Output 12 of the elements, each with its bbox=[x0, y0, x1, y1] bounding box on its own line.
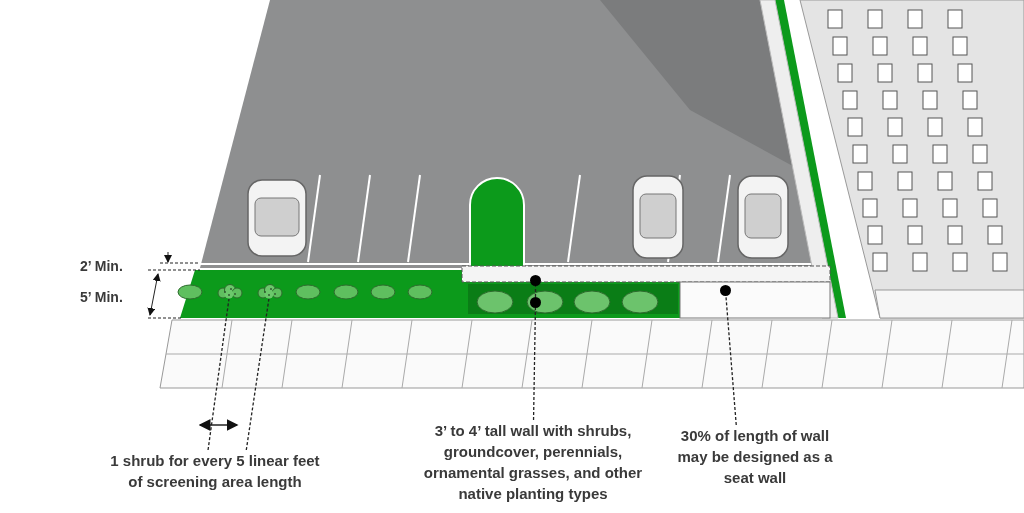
dimension-label: 5’ Min. bbox=[80, 288, 123, 307]
dimension-label: 2’ Min. bbox=[80, 257, 123, 276]
callout-text: 30% of length of wall may be designed as a seat wall bbox=[676, 426, 834, 488]
leader-line bbox=[532, 307, 537, 421]
callout-text: 3’ to 4’ tall wall with shrubs, groundcover, perennials, ornamental grasses, and other native planting types bbox=[422, 421, 644, 504]
leader-line bbox=[725, 295, 737, 426]
leader-line bbox=[207, 298, 230, 451]
shrub-drawing bbox=[217, 284, 243, 299]
shrub-drawing bbox=[257, 284, 283, 299]
callout-text: 1 shrub for every 5 linear feet of screening area length bbox=[109, 451, 321, 492]
leader-line bbox=[245, 298, 270, 451]
leader-line bbox=[534, 285, 537, 298]
